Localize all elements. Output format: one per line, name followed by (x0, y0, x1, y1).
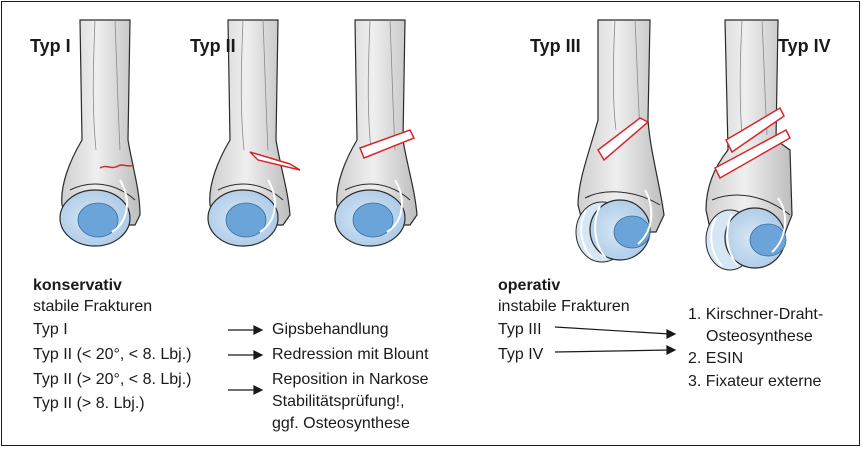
conservative-condition: Typ II (> 8. Lbj.) (33, 394, 145, 414)
conservative-condition: Typ II (> 20°, < 8. Lbj.) (33, 370, 191, 390)
operative-treatment: Osteosynthese (706, 327, 813, 347)
label-typ-1: Typ I (30, 36, 71, 56)
bone-typ-4 (706, 20, 792, 270)
conservative-arrows (228, 326, 262, 394)
conservative-treatment: Reposition in Narkose (272, 370, 429, 390)
operative-condition: Typ III (498, 320, 542, 340)
label-typ-2: Typ II (190, 36, 236, 56)
operative-treatment: 1. Kirschner-Draht- (688, 305, 823, 325)
bone-typ-2b (335, 20, 417, 246)
conservative-condition: Typ I (33, 320, 68, 340)
operative-heading: operativ (498, 276, 560, 296)
conservative-extra: Stabilitätsprüfung!, (272, 392, 405, 412)
operative-condition: Typ IV (498, 345, 543, 365)
label-typ-4: Typ IV (778, 36, 831, 56)
label-typ-3: Typ III (530, 36, 581, 56)
bone-typ-1 (60, 20, 140, 246)
conservative-condition: Typ II (< 20°, < 8. Lbj.) (33, 345, 191, 365)
conservative-subheading: stabile Frakturen (33, 297, 152, 317)
bone-typ-3 (576, 20, 664, 262)
conservative-treatment: Redression mit Blount (272, 345, 429, 365)
operative-arrows (555, 327, 675, 354)
operative-subheading: instabile Frakturen (498, 297, 630, 317)
operative-treatment: 2. ESIN (688, 349, 743, 369)
operative-treatment: 3. Fixateur externe (688, 372, 821, 392)
conservative-extra: ggf. Osteosynthese (272, 414, 410, 434)
conservative-treatment: Gipsbehandlung (272, 320, 389, 340)
conservative-heading: konservativ (33, 276, 122, 296)
